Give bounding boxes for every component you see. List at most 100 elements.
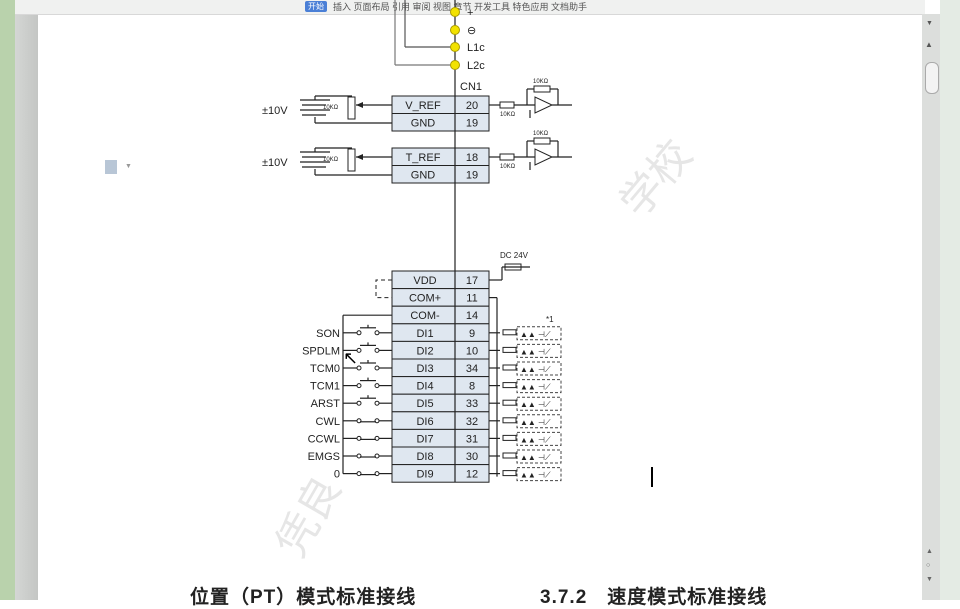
pin-number: 14 [466, 310, 478, 322]
input-resistor [502, 452, 517, 459]
switch-contact [374, 365, 380, 371]
pin-number: 20 [466, 100, 478, 112]
document-icon[interactable] [105, 160, 117, 174]
supply-label: DC 24V [500, 251, 529, 260]
signal-row [391, 165, 490, 184]
vertical-scrollbar[interactable] [922, 14, 940, 600]
pin-number: 31 [466, 433, 478, 445]
switch-contact [356, 330, 362, 336]
right-background [940, 0, 960, 600]
opamp-icon [534, 96, 554, 114]
arrow-icon [356, 102, 363, 108]
signal-name: DI6 [416, 416, 433, 428]
switch-contact [374, 400, 380, 406]
terminal-dot [450, 7, 460, 17]
text-cursor [651, 467, 653, 487]
input-label: TCM1 [310, 381, 340, 393]
optocoupler-icon [516, 396, 562, 411]
switch-contact [356, 400, 362, 406]
switch-contact [356, 365, 362, 371]
pin-number: 17 [466, 275, 478, 287]
connector-label: CN1 [460, 81, 482, 93]
input-label: ARST [311, 398, 341, 410]
pin-number: 9 [469, 328, 475, 340]
left-background [0, 0, 15, 600]
potentiometer [347, 148, 356, 172]
resistor-value: 10KΩ [500, 164, 516, 170]
terminal-label: L1c [467, 42, 485, 54]
input-resistor [502, 417, 517, 424]
switch-contact [374, 383, 380, 389]
optocoupler-icon [516, 379, 562, 394]
terminal-label: L2c [467, 60, 485, 72]
optocoupler-icon [516, 467, 562, 482]
jumper-wire [375, 279, 392, 299]
led-icon: ▲▲ ⊣⟋ [520, 418, 551, 427]
pin-number: 8 [469, 381, 475, 393]
signal-name: V_REF [405, 100, 441, 112]
source-label: ±10V [262, 157, 288, 169]
pin-number: 10 [466, 345, 478, 357]
input-label: CWL [316, 416, 340, 428]
mouse-cursor-icon: ↖ [343, 348, 359, 368]
signal-name: DI7 [416, 433, 433, 445]
heading-speed-mode: 3.7.2 速度模式标准接线 [540, 587, 768, 608]
input-resistor [499, 101, 515, 109]
optocoupler-icon [516, 414, 562, 429]
pot-value: 10KΩ [323, 105, 339, 111]
signal-name: DI5 [416, 398, 433, 410]
input-label: EMGS [308, 451, 340, 463]
pin-number: 19 [466, 170, 478, 182]
feedback-resistor [533, 137, 551, 145]
watermark: 凭良 [267, 468, 350, 564]
optocoupler-icon [516, 326, 562, 341]
pin-number: 30 [466, 451, 478, 463]
pin-number: 33 [466, 398, 478, 410]
led-icon: ▲▲ ⊣⟋ [520, 471, 551, 480]
pin-number: 11 [466, 293, 477, 305]
signal-name: DI8 [416, 451, 433, 463]
pin-number: 34 [466, 363, 478, 375]
scroll-page-controls[interactable]: ▲○▼ [926, 548, 933, 583]
led-icon: ▲▲ ⊣⟋ [520, 453, 551, 462]
toolbar: 开始 插入 页面布局 引用 审阅 视图 章节 开发工具 特色应用 文档助手 [15, 0, 925, 15]
pin-number: 19 [466, 118, 478, 130]
chevron-down-icon[interactable]: ▼ [125, 163, 132, 170]
input-label: 0 [334, 469, 340, 481]
led-icon: ▲▲ ⊣⟋ [520, 365, 551, 374]
terminal-dot [450, 42, 460, 52]
switch-contact [356, 347, 362, 353]
terminal-dot [450, 25, 460, 35]
signal-name: DI4 [416, 381, 433, 393]
tab-start[interactable]: 开始 [305, 1, 327, 12]
watermark: 学校 [611, 131, 701, 226]
signal-name: DI1 [416, 328, 433, 340]
input-label: SPDLM [302, 345, 340, 357]
led-icon: ▲▲ ⊣⟋ [520, 330, 551, 339]
scrollbar-thumb[interactable] [925, 62, 939, 94]
potentiometer [347, 96, 356, 120]
resistor-value: 10KΩ [500, 112, 516, 118]
optocoupler-icon [516, 343, 562, 358]
signal-row [391, 113, 490, 132]
switch-contact [374, 347, 380, 353]
arrow-icon [356, 154, 363, 160]
input-resistor [502, 434, 517, 441]
opamp-icon [534, 148, 554, 166]
optocoupler-icon [516, 361, 562, 376]
switch-contact [356, 383, 362, 389]
signal-name: GND [411, 118, 436, 130]
led-icon: ▲▲ ⊣⟋ [520, 347, 551, 356]
input-resistor [499, 153, 515, 161]
scroll-top-icon[interactable]: ▼ [926, 20, 933, 27]
switch-contact [374, 330, 380, 336]
led-icon: ▲▲ ⊣⟋ [520, 435, 551, 444]
input-resistor [502, 382, 517, 389]
pin-number: 32 [466, 416, 478, 428]
toolbar-tabs[interactable]: 插入 页面布局 引用 审阅 视图 章节 开发工具 特色应用 文档助手 [333, 2, 588, 12]
resistor-value: 10KΩ [533, 79, 549, 85]
input-resistor [502, 346, 517, 353]
signal-name: DI2 [416, 345, 433, 357]
scroll-up-icon[interactable]: ▲ [925, 40, 933, 49]
